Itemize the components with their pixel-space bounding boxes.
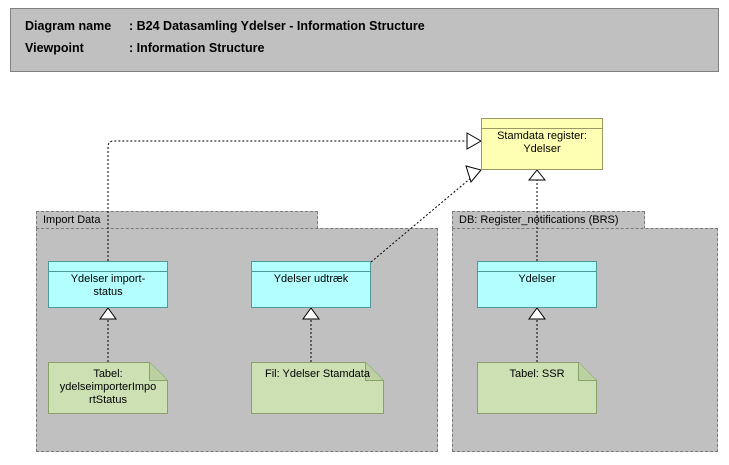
note-tabel-ydelseimporterimportstatus-shape [48,362,168,414]
note-fil-ydelser-stamdata[interactable]: Fil: Ydelser Stamdata [251,362,384,414]
note-tabel-ssr[interactable]: Tabel: SSR [477,362,597,414]
diagram-title-box: Diagram name: B24 Datasamling Ydelser - … [10,8,719,72]
group-db-register-notifications[interactable]: DB: Register_notifications (BRS) [452,211,718,452]
viewpoint-separator: : [129,41,137,55]
group-import-data-tab: Import Data [36,211,318,229]
diagram-name-separator: : [129,19,137,33]
note-tabel-ydelseimporterimportstatus-line3: rtStatus [89,394,127,406]
node-stamdata-register-label: Stamdata register: Ydelser [484,130,600,156]
note-tabel-ydelseimporterimportstatus-line2: ydelseimporterImpo [59,381,157,393]
node-ydelser-label: Ydelser [480,273,594,286]
viewpoint-value: Information Structure [136,41,265,55]
note-fil-ydelser-stamdata-label: Fil: Ydelser Stamdata [254,368,381,381]
group-import-data[interactable]: Import Data [36,211,438,452]
note-fil-ydelser-stamdata-line1: Fil: Ydelser Stamdata [265,368,370,380]
arrowhead-ydelser-to-register [527,169,547,181]
note-tabel-ssr-line1: Tabel: SSR [509,368,565,380]
node-ydelser-import-status-label-line1: Ydelser import- [70,273,146,285]
note-tabel-ydelseimporterimportstatus-line1: Tabel: [93,368,123,380]
node-ydelser-label-line1: Ydelser [518,273,556,285]
node-ydelser-udtraek[interactable]: Ydelser udtræk [251,261,371,308]
note-fil-ydelser-stamdata-shape [251,362,384,414]
node-ydelser-udtraek-label: Ydelser udtræk [254,273,368,286]
node-ydelser-udtraek-band [252,262,370,272]
note-tabel-ssr-label: Tabel: SSR [480,368,594,381]
node-stamdata-register-band [482,119,602,129]
node-ydelser-import-status-label-line2: status [93,286,123,298]
group-import-data-label: Import Data [43,214,101,226]
note-tabel-ydelseimporterimportstatus-label: Tabel: ydelseimporterImpo rtStatus [51,368,165,407]
node-ydelser-import-status-band [49,262,167,272]
node-ydelser-import-status-label: Ydelser import- status [51,273,165,299]
node-stamdata-register-label-line2: Ydelser [523,143,561,155]
node-ydelser-import-status[interactable]: Ydelser import- status [48,261,168,308]
node-ydelser[interactable]: Ydelser [477,261,597,308]
group-db-register-notifications-tab: DB: Register_notifications (BRS) [452,211,645,229]
node-stamdata-register-label-line1: Stamdata register: [497,130,587,142]
node-ydelser-band [478,262,596,272]
node-ydelser-udtraek-label-line1: Ydelser udtræk [273,273,349,285]
note-tabel-ssr-shape [477,362,597,414]
arrowhead-udtraek-to-register [465,165,482,184]
diagram-name-line: Diagram name: B24 Datasamling Ydelser - … [25,19,425,33]
group-db-register-notifications-label: DB: Register_notifications (BRS) [459,214,619,226]
diagram-name-key: Diagram name [25,19,112,33]
viewpoint-key: Viewpoint [25,41,84,55]
node-stamdata-register[interactable]: Stamdata register: Ydelser [481,118,603,170]
note-tabel-ydelseimporterimportstatus[interactable]: Tabel: ydelseimporterImpo rtStatus [48,362,168,414]
arrowhead-import-status-to-register [466,132,483,150]
viewpoint-line: Viewpoint: Information Structure [25,41,264,55]
diagram-name-value: B24 Datasamling Ydelser - Information St… [136,19,425,33]
